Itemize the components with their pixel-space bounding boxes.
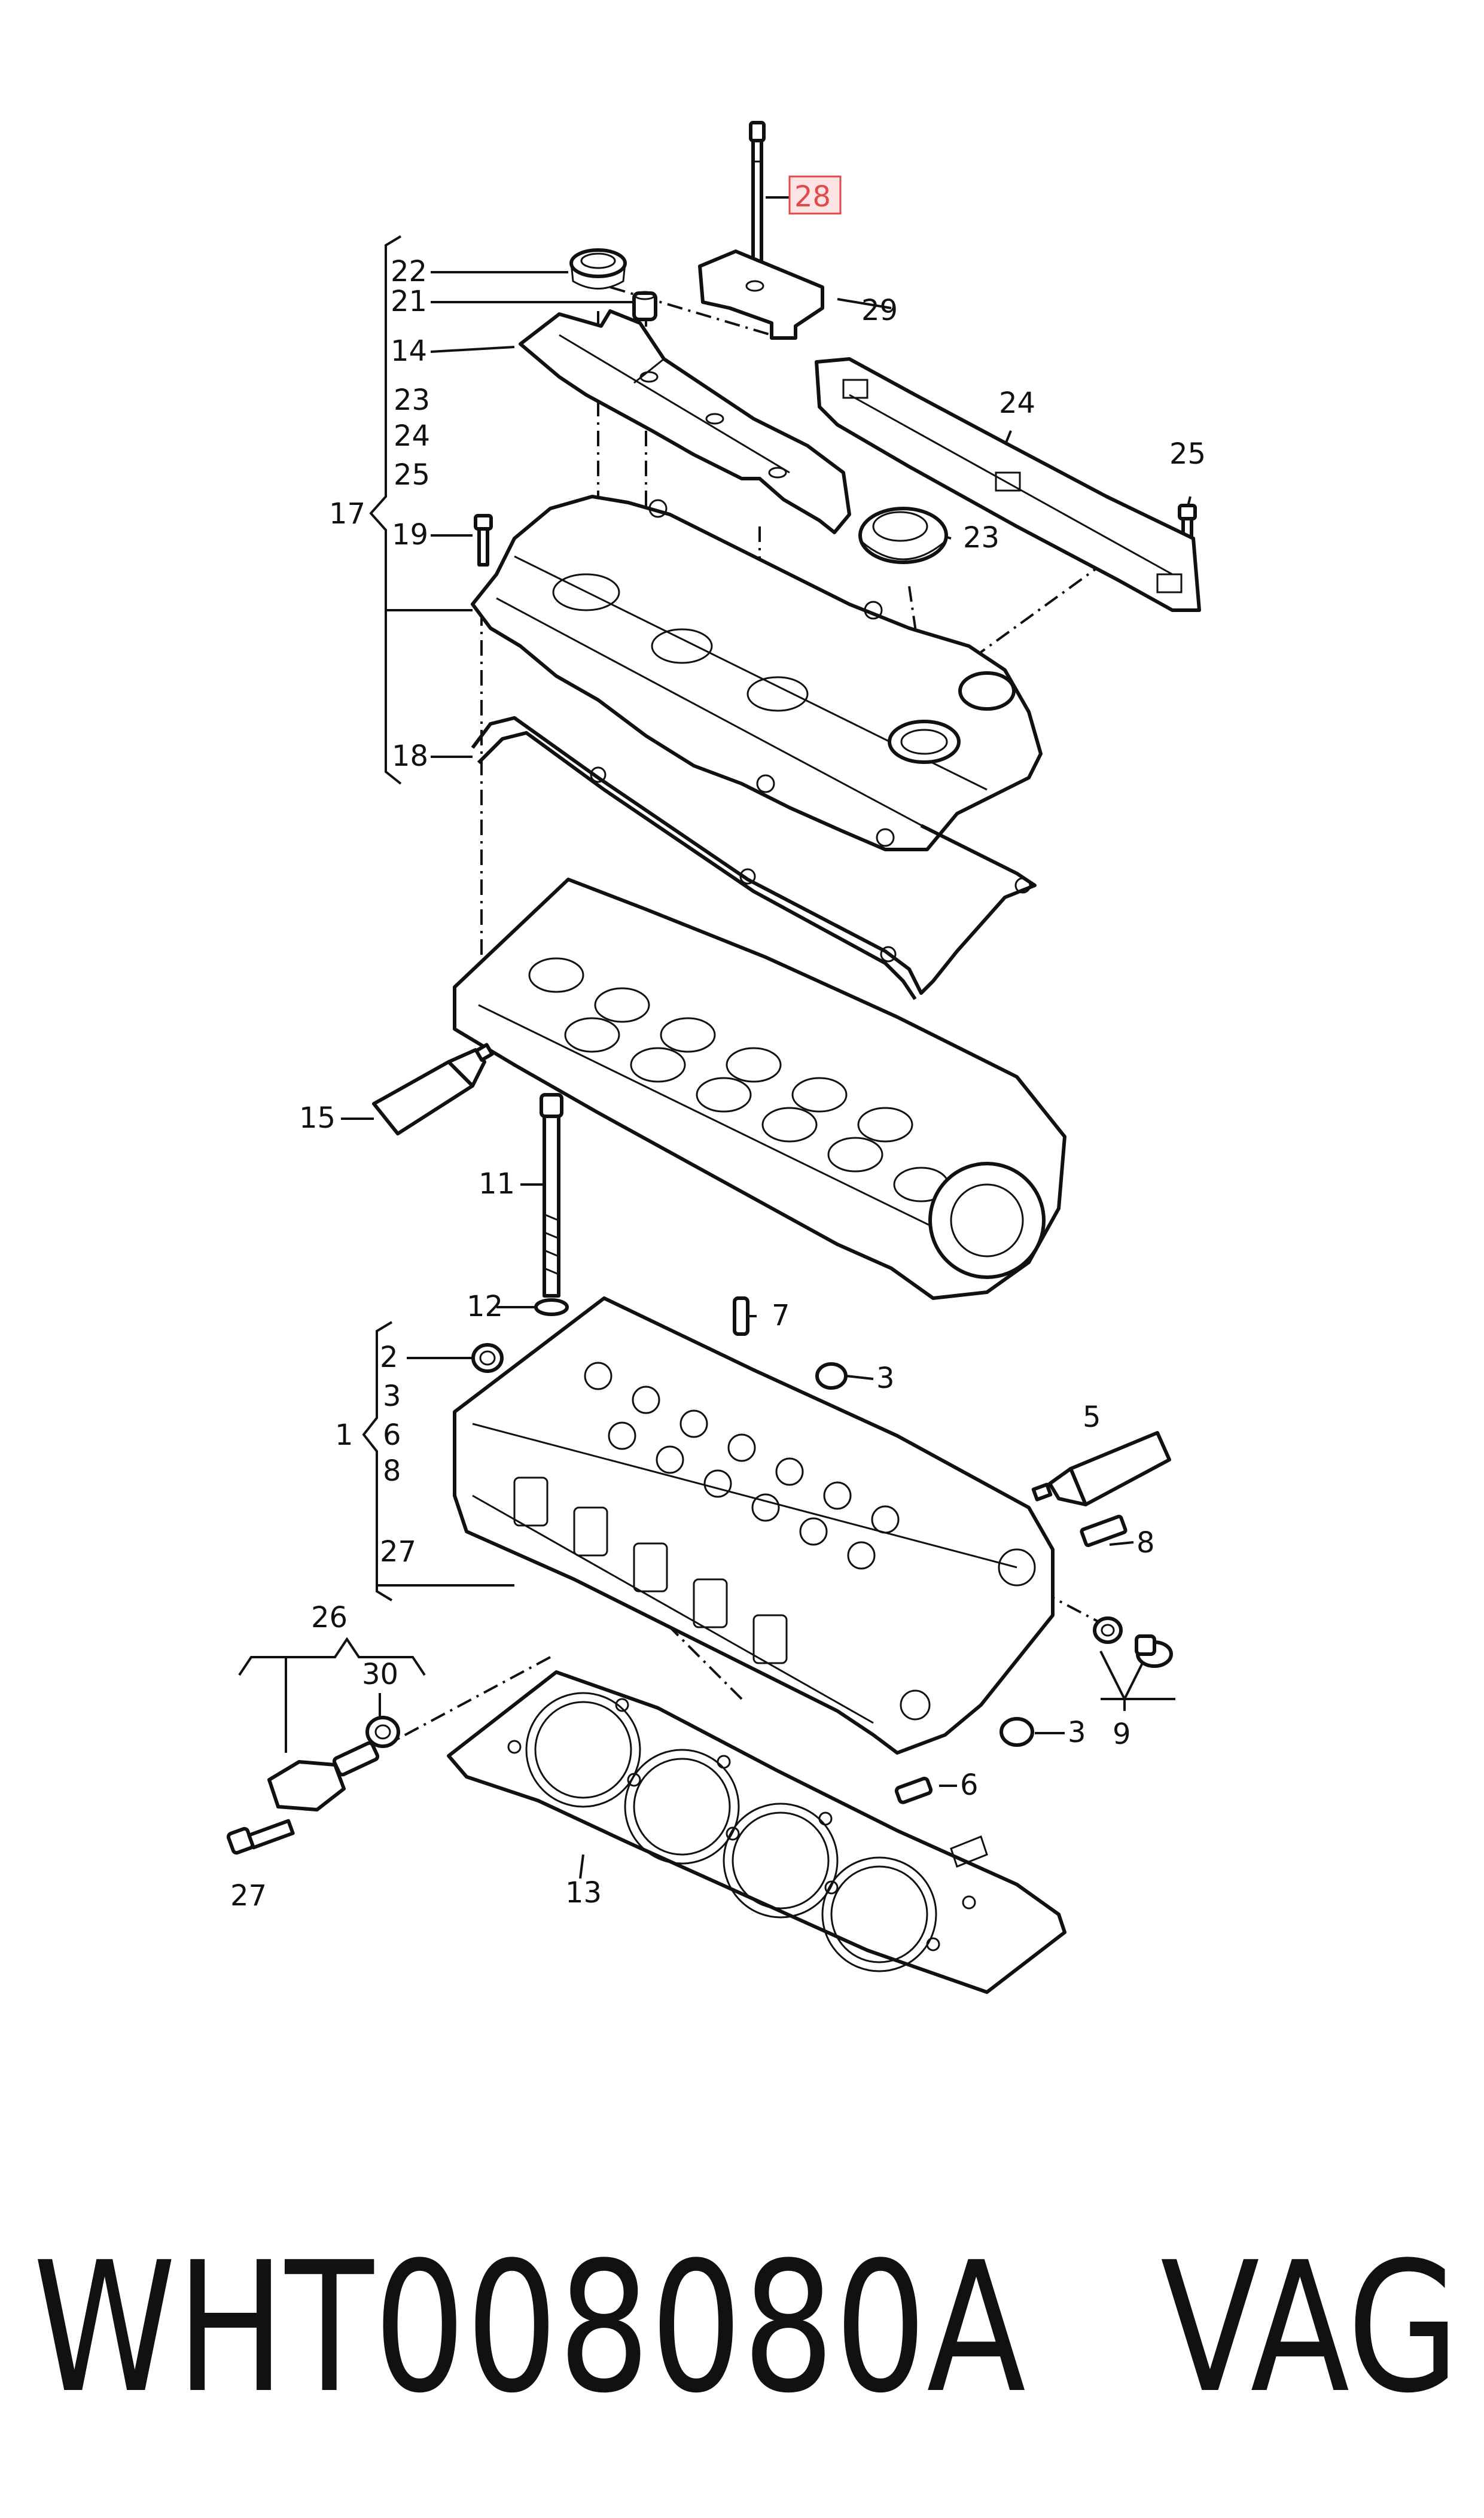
camshaft-housing (453, 878, 1066, 1300)
cylinder-head-cover (471, 495, 1043, 851)
seal-washer-9 (1093, 1616, 1123, 1644)
head-bolt-11 (540, 1093, 563, 1298)
cover-strip-14 (519, 309, 851, 534)
callout-25: 25 (1169, 437, 1206, 471)
callout-27-list: 27 (380, 1535, 416, 1569)
plug-2 (471, 1343, 504, 1373)
callout-7: 7 (772, 1299, 790, 1332)
callout-5: 5 (1083, 1400, 1101, 1434)
callout-30: 30 (362, 1658, 398, 1691)
gasket-bores (525, 1692, 937, 1972)
callout-27: 27 (230, 1879, 267, 1913)
pin-7 (733, 1296, 749, 1336)
callout-18: 18 (392, 739, 428, 773)
callout-8-list: 8 (383, 1454, 401, 1488)
callout-8: 8 (1136, 1526, 1155, 1560)
plug-3-top (815, 1362, 848, 1390)
callout-25-list: 25 (394, 458, 430, 492)
oil-filler-cap-23 (858, 507, 948, 564)
bolt-19 (474, 514, 493, 567)
cylinder-head (453, 1296, 1055, 1755)
o-ring-30 (365, 1716, 400, 1748)
callout-1: 1 (335, 1418, 354, 1452)
sealant-tube-5 (1031, 1431, 1171, 1506)
plug-3-bottom (1000, 1717, 1034, 1747)
callout-13: 13 (565, 1876, 602, 1910)
highlight-box-28 (788, 175, 842, 215)
grommet-21 (632, 291, 657, 321)
part-number: WHT008080A (33, 2224, 1026, 2432)
callout-21: 21 (391, 285, 427, 318)
callout-12: 12 (467, 1290, 503, 1323)
dowel-6 (894, 1776, 933, 1804)
callout-11: 11 (479, 1167, 515, 1201)
callout-3: 3 (876, 1362, 895, 1395)
callout-3-lower: 3 (1068, 1716, 1086, 1749)
gasket-18 (471, 716, 1037, 1000)
callout-14: 14 (391, 334, 427, 368)
head-ports (513, 1476, 788, 1664)
callout-24: 24 (999, 386, 1035, 420)
callout-26: 26 (311, 1601, 348, 1634)
cap-22 (569, 248, 627, 290)
callout-17: 17 (329, 497, 365, 531)
callout-labels: 28 22 21 29 14 23 24 25 24 25 17 19 23 1… (230, 180, 1206, 1913)
callout-23: 23 (963, 521, 1000, 555)
callout-24-list: 24 (394, 419, 430, 453)
sealant-tube-15 (372, 1043, 494, 1135)
callout-29: 29 (861, 294, 898, 327)
bolt-27 (226, 1819, 295, 1855)
callout-28: 28 (794, 180, 831, 214)
washer-12 (534, 1298, 569, 1316)
bridge-29 (698, 249, 824, 340)
camshaft-lobes (528, 957, 949, 1202)
sensor-26 (267, 1741, 380, 1811)
callout-19: 19 (392, 518, 428, 552)
callout-6: 6 (960, 1768, 979, 1802)
brand-name: VAG (1160, 2224, 1459, 2432)
callout-22: 22 (391, 255, 427, 288)
callout-15: 15 (299, 1101, 336, 1135)
stud-8 (1080, 1515, 1128, 1547)
bolt-28 (749, 121, 766, 280)
callout-3-list: 3 (383, 1380, 401, 1413)
callout-2: 2 (380, 1341, 398, 1374)
callout-9: 9 (1113, 1718, 1131, 1751)
valve-seats (584, 1362, 900, 1570)
gasket-holes (507, 1698, 976, 1951)
head-gasket-13 (447, 1670, 1066, 1994)
heat-shield-24 (815, 357, 1201, 612)
callout-6-list: 6 (383, 1418, 401, 1452)
plug-9 (1135, 1634, 1173, 1668)
callout-23-list: 23 (394, 383, 430, 417)
